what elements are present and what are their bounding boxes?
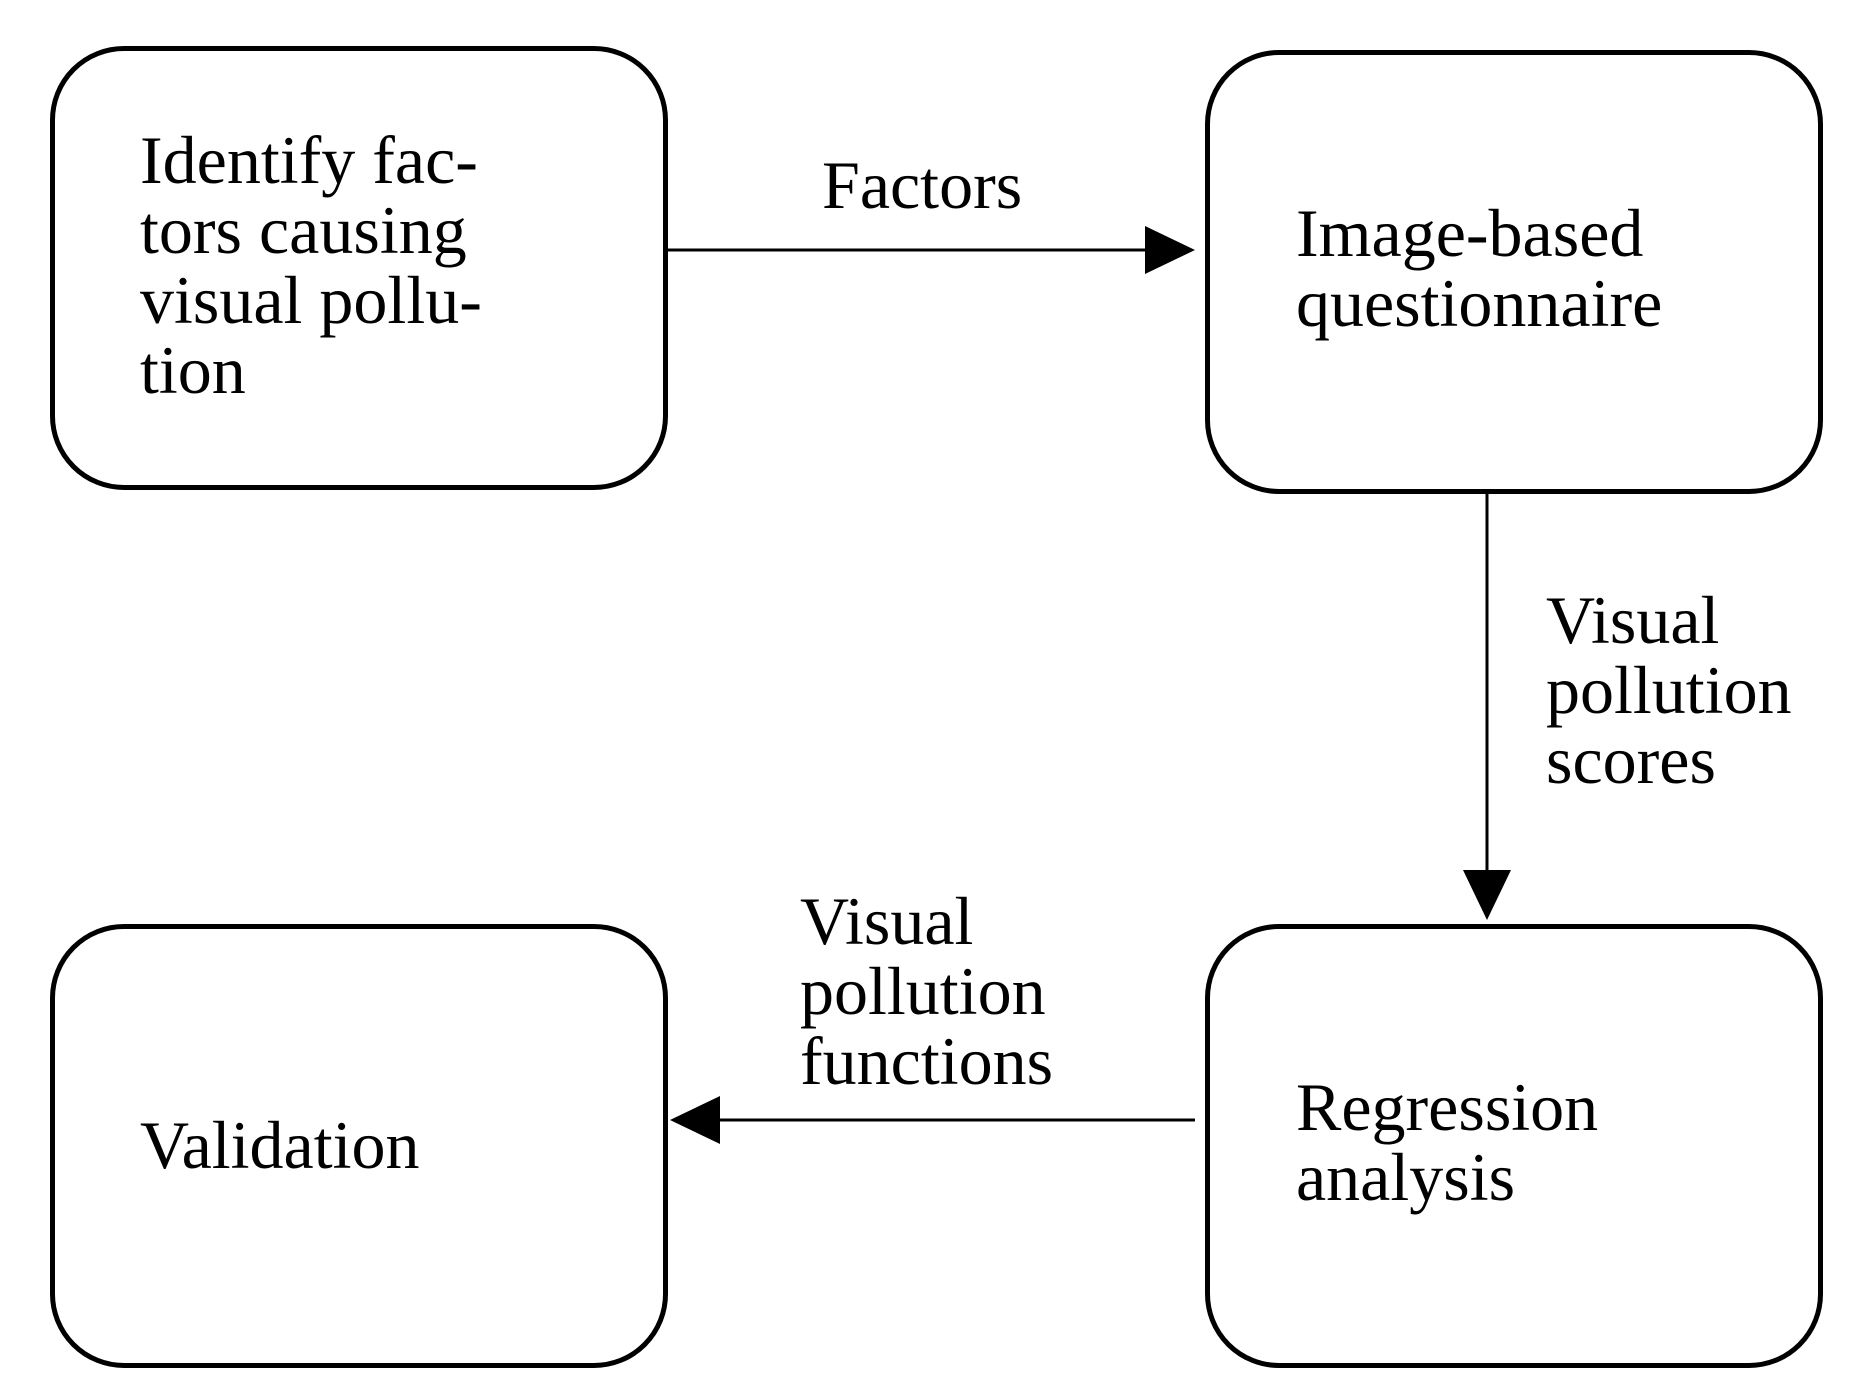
node-regression-analysis-label: Regression analysis	[1296, 1072, 1598, 1212]
node-label-line: questionnaire	[1296, 265, 1663, 341]
node-image-based-questionnaire	[1205, 50, 1823, 494]
edge-label-line: Visual	[800, 883, 974, 959]
node-label-line: Regression	[1296, 1069, 1599, 1145]
node-identify-factors	[50, 46, 668, 490]
node-label-line: visual pollu-	[140, 262, 482, 338]
node-label-line: tors causing	[140, 192, 467, 268]
edge-label-line: functions	[800, 1023, 1054, 1099]
node-identify-factors-label: Identify fac- tors causing visual pollu-…	[140, 125, 482, 405]
edge-scores-label: Visual pollution scores	[1546, 585, 1792, 795]
node-label-line: tion	[140, 332, 246, 408]
node-validation	[50, 924, 668, 1368]
node-image-based-questionnaire-label: Image-based questionnaire	[1296, 198, 1662, 338]
edge-factors-label: Factors	[822, 150, 1022, 220]
edge-functions-arrowhead	[670, 1096, 720, 1144]
node-label-line: Image-based	[1296, 195, 1644, 271]
edge-label-line: Factors	[822, 147, 1023, 223]
node-label-line: Identify fac-	[140, 122, 478, 198]
node-label-line: analysis	[1296, 1139, 1516, 1215]
node-regression-analysis	[1205, 924, 1823, 1368]
edge-label-line: pollution	[1546, 652, 1792, 728]
edge-functions-label: Visual pollution functions	[800, 886, 1053, 1096]
node-validation-label: Validation	[140, 1110, 420, 1180]
edge-factors-arrowhead	[1145, 226, 1195, 274]
edge-label-line: pollution	[800, 953, 1046, 1029]
edge-scores-arrowhead	[1463, 870, 1511, 920]
node-label-line: Validation	[140, 1107, 420, 1183]
edge-label-line: Visual	[1546, 582, 1720, 658]
edge-label-line: scores	[1546, 722, 1716, 798]
